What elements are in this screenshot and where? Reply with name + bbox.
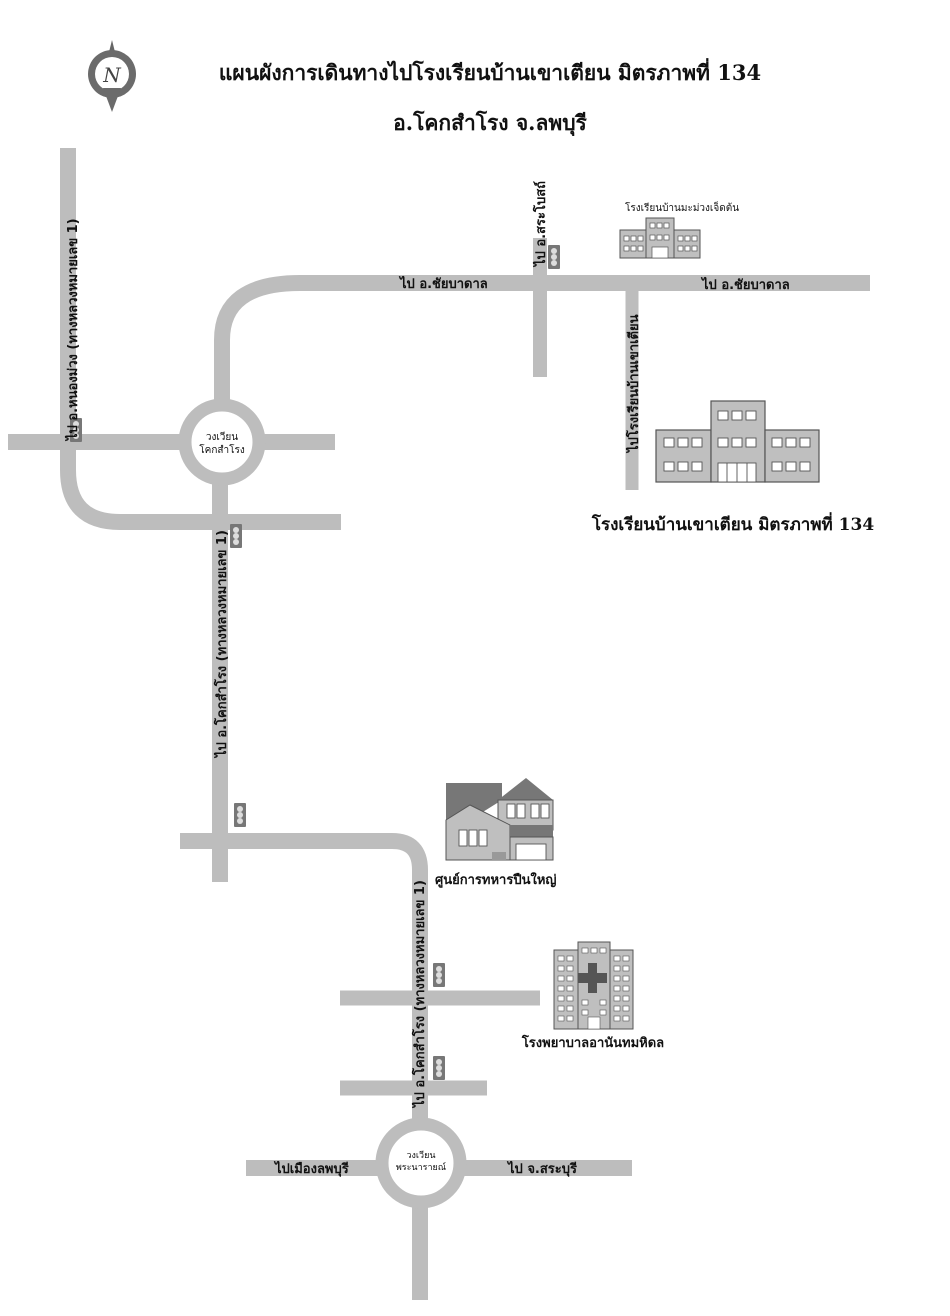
landmark-label-school-mamuang: โรงเรียนบ้านมะม่วงเจ็ดต้น (625, 200, 739, 214)
map-title-line2: อ.โคกสำโรง จ.ลพบุรี (393, 110, 587, 137)
road-label-khoksamrong-middle: ไป อ.โคกสำโรง (ทางหลวงหมายเลข 1) (213, 530, 230, 759)
traffic-light-icon (548, 245, 560, 269)
roundabout-bottom-label-2: พระนารายณ์ (396, 1161, 446, 1173)
road-label-chaibadan-left: ไป อ.ชัยบาดาล (398, 275, 488, 292)
road-label-muang-lopburi: ไปเมืองลพบุรี (273, 1160, 349, 1177)
map-title-line1: แผนผังการเดินทางไปโรงเรียนบ้านเขาเตียน ม… (219, 57, 761, 85)
roundabout-phranarai: วงเวียน พระนารายณ์ (375, 1117, 467, 1209)
road-label-khoksamrong-lower: ไป อ.โคกสำโรง (ทางหลวงหมายเลข 1) (411, 880, 428, 1109)
traffic-light-icon (234, 803, 246, 827)
compass-letter: N (102, 63, 122, 87)
school-khaotian-building-icon (655, 400, 820, 483)
landmark-label-artillery-center: ศูนย์การทหารปืนใหญ่ (435, 871, 556, 888)
traffic-light-icon (230, 524, 242, 548)
roundabout-top-label-1: วงเวียน (206, 431, 238, 443)
compass-north-icon: N (88, 40, 136, 112)
school-mamuang-building-icon (619, 217, 701, 259)
roundabout-top-label-2: โคกสำโรง (199, 443, 245, 456)
road-label-school: ไปโรงเรียนบ้านเขาเตียน (625, 314, 642, 454)
roundabout-khoksamrong: วงเวียน โคกสำโรง (178, 398, 266, 486)
traffic-light-icon (70, 418, 82, 442)
landmark-label-hospital: โรงพยาบาลอานันทมหิดล (521, 1034, 664, 1051)
road-label-chaibadan-right: ไป อ.ชัยบาดาล (700, 276, 790, 293)
roundabout-bottom-label-1: วงเวียน (406, 1150, 435, 1161)
landmark-label-school-main: โรงเรียนบ้านเขาเตียน มิตรภาพที่ 134 (591, 512, 874, 535)
traffic-light-icon (433, 963, 445, 987)
road-label-nongmuang: ไป อ.หนองม่วง (ทางหลวงหมายเลข 1) (64, 218, 81, 442)
traffic-light-icon (433, 1056, 445, 1080)
hospital-building-icon (553, 941, 634, 1030)
road-label-saraburi: ไป จ.สระบุรี (506, 1160, 577, 1177)
road-label-sarabot: ไป อ.สระโบสถ์ (532, 181, 549, 268)
artillery-center-house-icon (445, 778, 554, 861)
